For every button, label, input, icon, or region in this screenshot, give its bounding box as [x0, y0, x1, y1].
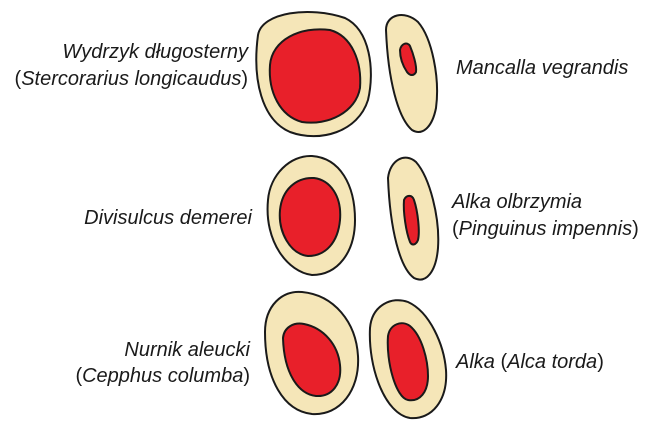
- label-alka-olbrzymia-line2: (Pinguinus impennis): [452, 218, 639, 240]
- label-alka-latin: Alca torda: [506, 351, 597, 373]
- label-nurnik-paren-close: ): [243, 365, 250, 387]
- label-alka-common: Alka: [455, 351, 495, 373]
- label-wydrzyk-line1: Wydrzyk długosterny: [62, 41, 249, 63]
- cross-section-wydrzyk: [256, 12, 371, 136]
- cross-section-alka-olbrzymia: [388, 158, 438, 280]
- label-divisulcus: Divisulcus demerei: [84, 207, 252, 229]
- label-alka-olbrzymia-paren-close: ): [632, 218, 639, 240]
- label-wydrzyk-paren-close: ): [241, 68, 248, 90]
- label-wydrzyk-line2: (Stercorarius longicaudus): [15, 68, 248, 90]
- label-alka-paren-close: ): [597, 351, 604, 373]
- cross-section-mancalla: [386, 15, 437, 132]
- label-alka-olbrzymia-latin: Pinguinus impennis: [459, 218, 632, 240]
- label-alka-olbrzymia-line1: Alka olbrzymia: [451, 191, 582, 213]
- label-alka-paren-open: (: [495, 351, 508, 373]
- label-wydrzyk-latin: Stercorarius longicaudus: [21, 68, 241, 90]
- cross-section-alka: [370, 300, 446, 418]
- label-nurnik-line2: (Cepphus columba): [75, 365, 250, 387]
- marrow-cavity-wydrzyk: [270, 29, 360, 122]
- cross-section-divisulcus: [268, 156, 355, 275]
- label-nurnik-line1: Nurnik aleucki: [124, 339, 250, 361]
- label-nurnik-latin: Cepphus columba: [82, 365, 243, 387]
- cross-section-nurnik: [265, 292, 358, 414]
- label-alka: Alka (Alca torda): [455, 351, 604, 373]
- marrow-cavity-divisulcus: [280, 178, 340, 256]
- label-mancalla: Mancalla vegrandis: [456, 57, 628, 79]
